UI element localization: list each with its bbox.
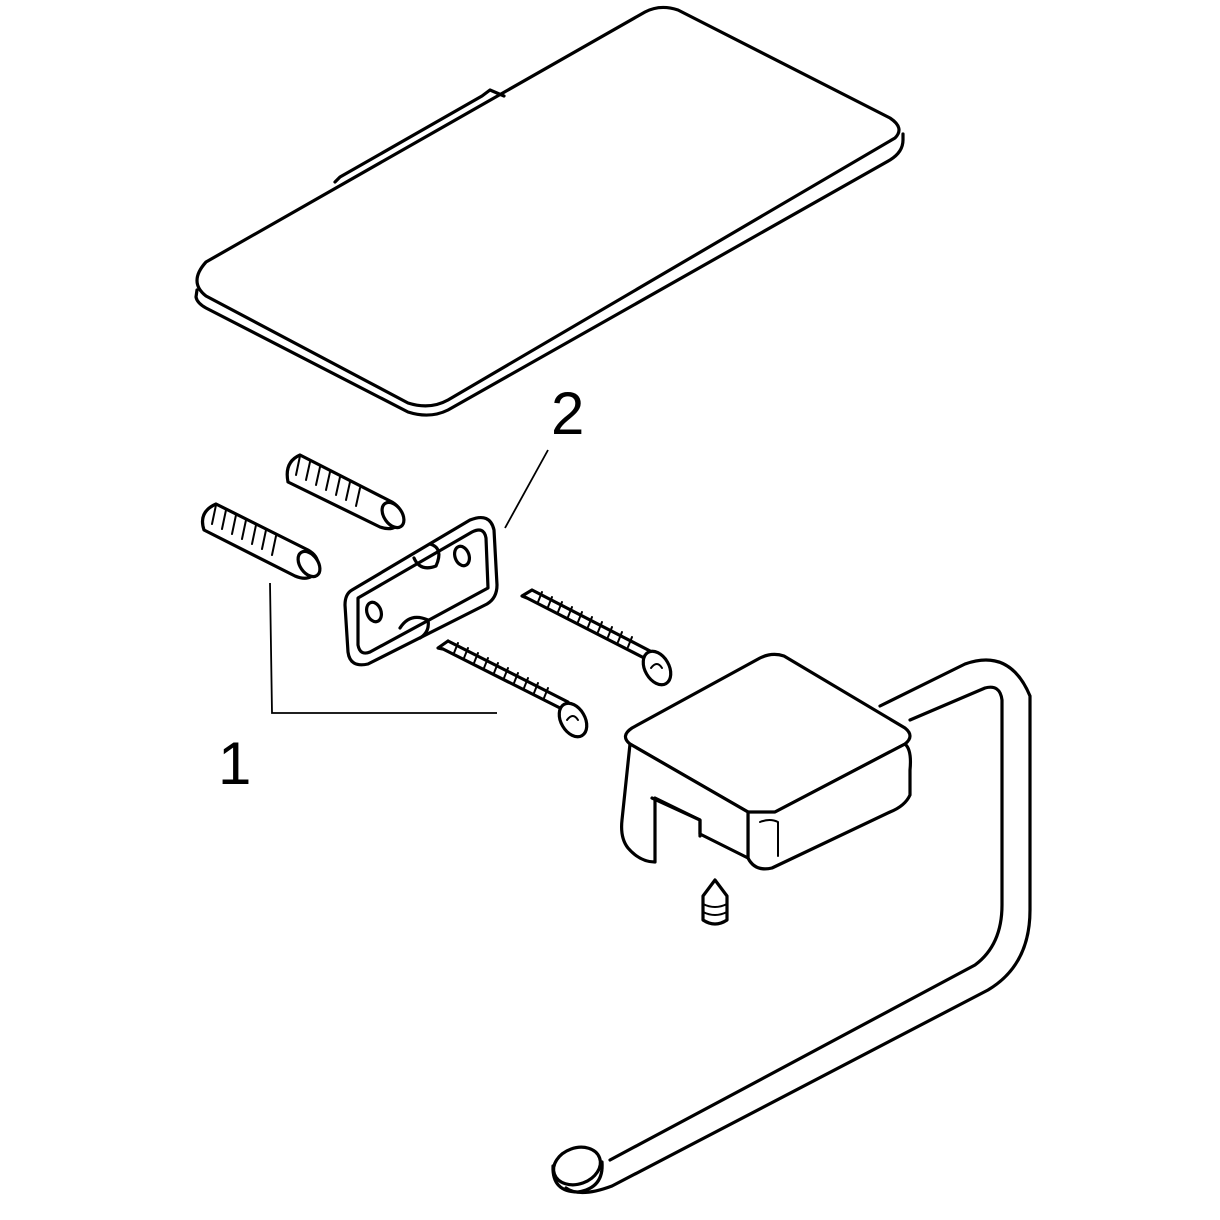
screw-lower-shank [436, 639, 570, 712]
mounting-bracket-notch-bottom [398, 615, 430, 640]
bracket-screw-hole-left [364, 600, 384, 624]
mounting-bracket-notch-top [412, 542, 441, 570]
roll-holder-arm-outer [564, 658, 1032, 1195]
roll-holder-arm-endcap-rim [551, 1160, 604, 1194]
bracket-screw-hole-right [452, 544, 472, 568]
shelf-plate-ridge-lower [339, 100, 489, 187]
screw-lower-thread [453, 642, 549, 699]
roll-holder-arm-inner [608, 685, 1004, 1162]
mounting-bracket [343, 516, 499, 667]
grub-screw-body [701, 878, 729, 926]
screw-lower-head [557, 701, 589, 739]
screw-lower-slot [566, 715, 579, 721]
leader-line-1 [269, 582, 497, 714]
callout-number-2: 2 [551, 380, 584, 447]
holder-body [620, 652, 913, 871]
leader-line-2 [504, 449, 549, 529]
callout-number-1: 1 [218, 730, 251, 797]
wall-plug-upper-ribs [295, 455, 361, 507]
grub-screw [701, 878, 729, 926]
screw-upper-head [641, 649, 673, 687]
holder-body-cutout [650, 796, 702, 838]
screw-upper-slot [650, 663, 663, 669]
wall-plug-upper-end [380, 500, 406, 530]
shelf-plate-ridge [333, 88, 506, 184]
shelf-plate-edge [194, 132, 905, 417]
shelf-plate-top [195, 5, 901, 408]
mounting-bracket-body [343, 516, 499, 667]
wall-plug-lower [200, 502, 322, 580]
shelf-plate [194, 5, 905, 417]
wall-plug-upper [285, 453, 406, 531]
wall-plug-lower-ribs [211, 504, 277, 556]
holder-body-front [746, 742, 913, 871]
roll-holder-arm [551, 658, 1032, 1195]
screw-upper-shank [520, 588, 654, 662]
leader-lines [269, 449, 549, 714]
wall-plug-lower-end [296, 549, 322, 579]
holder-body-front-edge [759, 819, 779, 857]
screw-upper-thread [537, 591, 633, 648]
screw-upper [520, 588, 673, 687]
screw-lower [436, 639, 589, 739]
mounting-bracket-face [356, 528, 490, 655]
grub-screw-thread [702, 903, 728, 916]
